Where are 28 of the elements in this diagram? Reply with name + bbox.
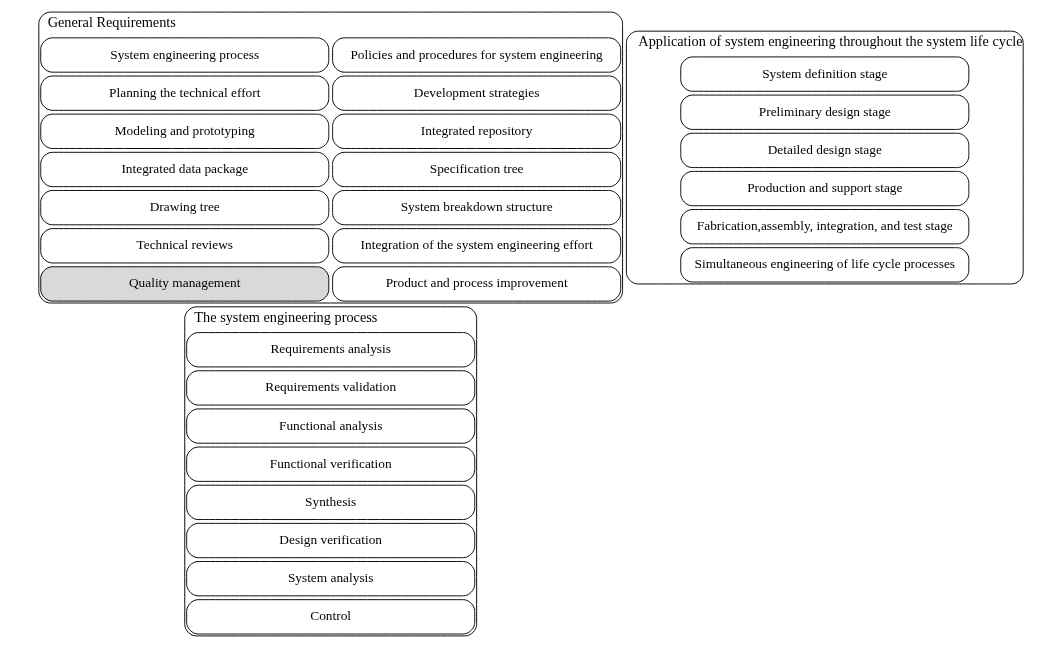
node-box: Integration of the system engineering effort	[332, 228, 622, 264]
node-box: Detailed design stage	[680, 132, 970, 169]
node-box: Drawing tree	[40, 190, 330, 226]
node-box: Technical reviews	[40, 228, 330, 264]
node-box: Product and process improvement	[332, 266, 622, 302]
node-box: Functional analysis	[186, 408, 476, 444]
node-box: Fabrication,assembly, integration, and test stage	[680, 209, 970, 245]
node-box: Integrated repository	[332, 113, 622, 149]
node-box: Modeling and prototyping	[40, 113, 330, 149]
node-box: Simultaneous engineering of life cycle processes	[680, 247, 970, 283]
node-box: Policies and procedures for system engineering	[332, 37, 622, 73]
node-box: Production and support stage	[680, 170, 970, 207]
node-box: System engineering process	[40, 37, 330, 73]
node-box: Quality management	[40, 266, 330, 302]
node-box: System breakdown structure	[332, 190, 622, 226]
node-box: System definition stage	[680, 56, 970, 92]
node-box: Requirements analysis	[186, 332, 476, 368]
node-box: Design verification	[186, 522, 476, 559]
node-box: System analysis	[186, 561, 476, 597]
node-box: Specification tree	[332, 151, 622, 188]
node-box: Synthesis	[186, 484, 476, 520]
node-box: Functional verification	[186, 446, 476, 482]
node-box: Requirements validation	[186, 370, 476, 406]
node-box: Development strategies	[332, 75, 622, 111]
node-box: Integrated data package	[40, 151, 330, 188]
node-box: Control	[186, 599, 476, 635]
node-box: Preliminary design stage	[680, 94, 970, 130]
node-box: Planning the technical effort	[40, 75, 330, 111]
